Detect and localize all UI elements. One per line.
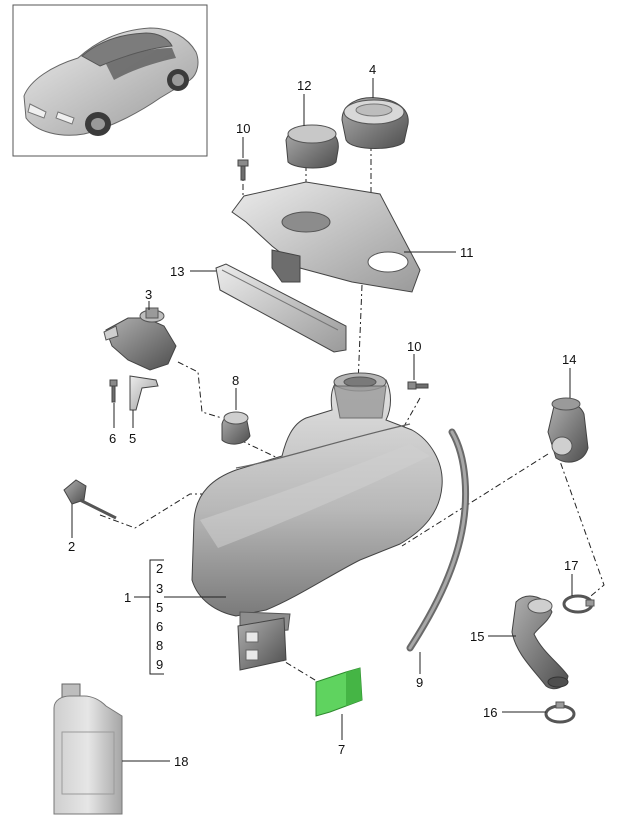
callout-17: 17: [564, 558, 578, 573]
callout-4: 4: [369, 62, 376, 77]
callout-7: 7: [338, 742, 345, 757]
part-1-reservoir: [191, 372, 443, 671]
callout-8: 8: [232, 373, 239, 388]
part-13-strip: [215, 263, 347, 353]
part-12-cap: [285, 124, 339, 169]
callout-13: 13: [170, 264, 184, 279]
callout-2: 2: [68, 539, 75, 554]
part-18-bottle: [53, 683, 123, 815]
part-10-screw-upper: [237, 159, 249, 181]
callout-14: 14: [562, 352, 576, 367]
callout-1: 1: [124, 590, 131, 605]
kit-item: 6: [156, 619, 163, 634]
part-10-screw-lower: [407, 381, 429, 390]
vehicle-thumbnail: [12, 4, 208, 157]
callout-9: 9: [416, 675, 423, 690]
kit-item: 2: [156, 561, 163, 576]
callout-18: 18: [174, 754, 188, 769]
kit-item: 5: [156, 600, 163, 615]
kit-item: 3: [156, 581, 163, 596]
part-15-hose: [511, 595, 569, 690]
part-8-grommet: [221, 411, 251, 445]
car-illustration: [23, 27, 199, 136]
kit-item: 9: [156, 657, 163, 672]
callout-10-lower: 10: [407, 339, 421, 354]
part-9-hose: [406, 428, 470, 652]
callout-10-upper: 10: [236, 121, 250, 136]
part-6-screw: [109, 379, 118, 403]
part-4-cap: [341, 97, 409, 149]
part-7-pad: [315, 667, 363, 717]
part-11-bracket: [231, 181, 421, 293]
part-16-clamp: [544, 701, 576, 724]
part-14-elbow: [547, 397, 589, 463]
part-5-clip: [129, 375, 159, 411]
callout-labels: 1 2 3 4 5 6 7 8 9 10 10 11 12 13 14 15 1…: [68, 62, 578, 769]
kit-item: 8: [156, 638, 163, 653]
callout-11: 11: [460, 245, 474, 260]
part-3-valve: [103, 307, 177, 371]
callout-5: 5: [129, 431, 136, 446]
callout-16: 16: [483, 705, 497, 720]
kit-bracket: [149, 559, 164, 675]
leader-lines: [71, 78, 573, 762]
callout-15: 15: [470, 629, 484, 644]
callout-12: 12: [297, 78, 311, 93]
part-2-sensor: [63, 479, 117, 520]
part-17-clamp: [562, 594, 595, 614]
callout-6: 6: [109, 431, 116, 446]
callout-3: 3: [145, 287, 152, 302]
